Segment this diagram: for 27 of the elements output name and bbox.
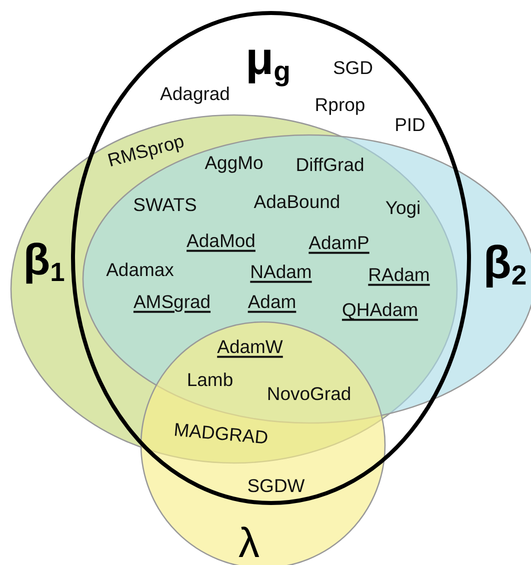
optimizer-name: Adagrad [160,84,230,104]
optimizer-name: SGD [332,58,374,78]
optimizer-name: Rprop [314,94,366,116]
set-label: λ [238,522,260,564]
optimizer-name: SWATS [133,194,197,216]
optimizer-name: RMSprop [106,131,186,171]
optimizer-name: Adamax [106,260,174,280]
optimizer-name: AdaBound [254,192,340,212]
optimizer-name: AggMo [204,152,264,174]
optimizer-name: NAdam [250,262,312,282]
optimizer-name: Lamb [186,370,234,390]
set-label: μ$_{g}$ [246,34,290,86]
optimizer-name: SGDW [247,476,305,496]
optimizer-name: AMSgrad [133,292,211,312]
optimizer-name: AdamP [308,232,370,254]
optimizer-name: RAdam [368,264,430,286]
set-label: β$_{1}$ [23,238,65,286]
optimizer-name: QHAdam [342,300,418,320]
optimizer-name: NovoGrad [266,384,352,404]
optimizer-name: AdamW [217,336,283,358]
optimizer-name: Yogi [385,198,421,218]
optimizer-name: DiffGrad [296,154,364,176]
optimizer-name: Adam [248,292,296,312]
optimizer-name: PID [394,114,426,136]
optimizer-name: AdaMod [186,230,256,252]
set-label: β$_{2}$ [483,238,527,290]
optimizer-name: MADGRAD [173,420,269,448]
